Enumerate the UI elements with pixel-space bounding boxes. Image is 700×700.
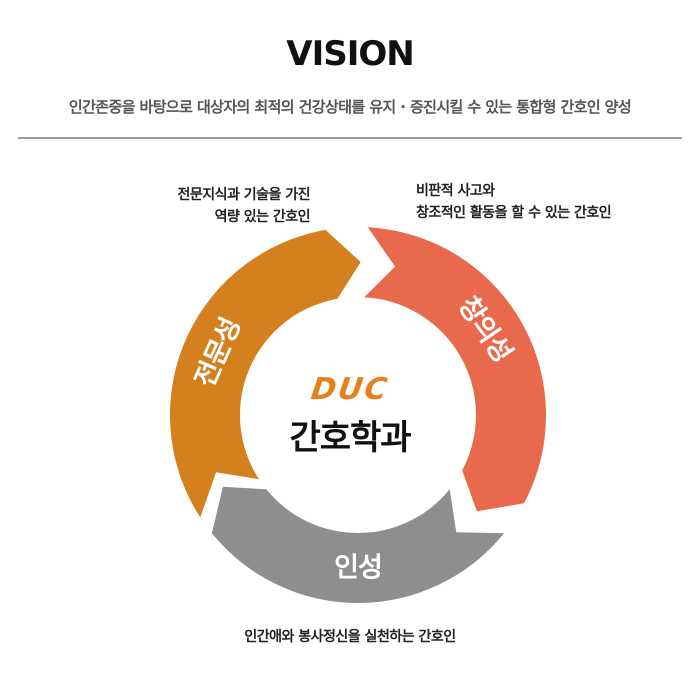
duc-logo: DUC: [308, 372, 392, 407]
caption-creativity-line-1: 비판적 사고와: [416, 183, 495, 199]
caption-creativity-line-2: 창조적인 활동을 할 수 있는 간호인: [416, 205, 612, 221]
caption-creativity: 비판적 사고와 창조적인 활동을 할 수 있는 간호인: [416, 180, 676, 224]
page-title: VISION: [286, 34, 414, 74]
segment-expertise: [169, 229, 361, 518]
caption-expertise-line-2: 역량 있는 간호인: [214, 209, 311, 225]
caption-character: 인간애와 봉사정신을 실천하는 간호인: [0, 626, 700, 648]
segment-character: [211, 486, 505, 603]
caption-expertise-line-1: 전문지식과 기술을 가진: [177, 187, 310, 203]
caption-expertise: 전문지식과 기술을 가진 역량 있는 간호인: [110, 184, 310, 228]
department-name: 간호학과: [289, 418, 411, 458]
caption-character-line-1: 인간애와 봉사정신을 실천하는 간호인: [244, 629, 456, 645]
segment-creativity: [364, 227, 547, 512]
segment-label-character: 인성: [334, 553, 382, 584]
vision-statement: 인간존중을 바탕으로 대상자의 최적의 건강상태를 유지 · 증진시킬 수 있는…: [68, 98, 632, 116]
divider: [18, 137, 682, 139]
